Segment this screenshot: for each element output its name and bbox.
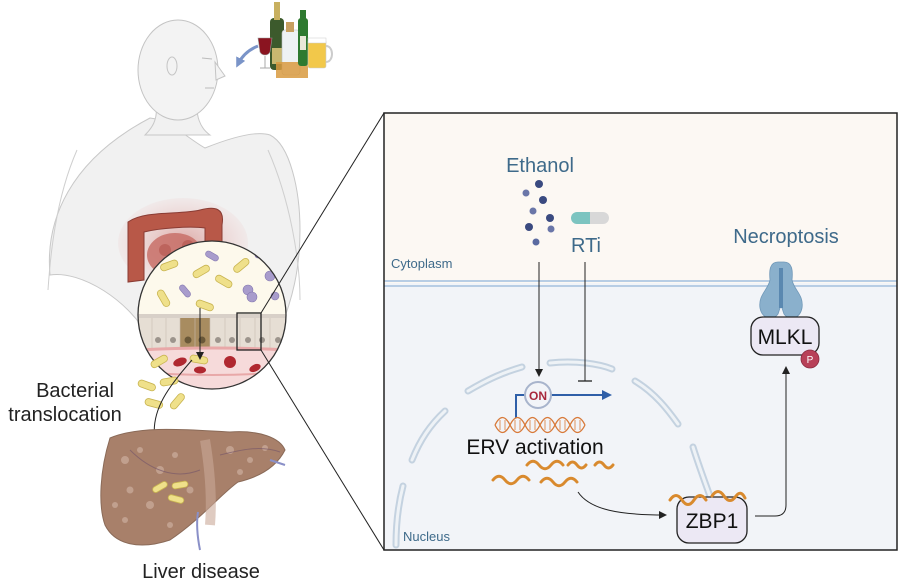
dna-double-helix <box>494 416 586 434</box>
nucleus-label: Nucleus <box>403 529 450 544</box>
mlkl-box <box>750 316 820 356</box>
cell-membrane <box>384 280 897 287</box>
rna-to-zbp1-arrow <box>577 491 667 519</box>
head <box>137 19 219 121</box>
translocating-bacteria <box>137 354 185 410</box>
ethanol-label: Ethanol <box>506 155 574 177</box>
bacterial-translocation-label-line1: Bacterial <box>36 380 114 402</box>
zoom-connector-bottom <box>260 349 385 551</box>
zbp1-label: ZBP1 <box>686 510 739 533</box>
mlkl-pore-icon <box>759 261 803 319</box>
rti-pill-icon <box>571 212 609 224</box>
promoter-arrow <box>515 390 612 418</box>
necroptosis-label: Necroptosis <box>733 226 839 248</box>
cell-zoom-panel: Ethanol RTi Necroptosis Cytoplasm MLKL P <box>383 112 898 551</box>
erv-rna-transcripts <box>491 459 615 488</box>
zbp1-to-mlkl-arrow <box>755 366 790 517</box>
colon <box>127 207 224 283</box>
gut-magnified-circle <box>137 240 287 390</box>
rti-label: RTi <box>571 235 601 257</box>
mlkl-label: MLKL <box>758 326 813 349</box>
on-label: ON <box>529 389 547 403</box>
nucleus-region <box>384 283 897 550</box>
zbp1-bound-rna <box>668 490 747 506</box>
erv-activation-label: ERV activation <box>466 436 603 459</box>
on-switch <box>524 381 552 409</box>
cytoplasm-label: Cytoplasm <box>391 256 452 271</box>
liver-illustration <box>100 428 286 551</box>
alcoholic-drinks-icon <box>257 2 333 78</box>
zoom-panel-frame <box>383 112 898 551</box>
zoom-selection-box <box>236 312 262 351</box>
phospho-badge <box>800 349 820 369</box>
cytoplasm-region <box>384 113 897 283</box>
zoom-connector-top <box>260 112 385 314</box>
ingestion-arrow <box>236 44 259 68</box>
ethanol-molecules <box>522 180 555 246</box>
liver-disease-label: Liver disease <box>142 561 260 580</box>
bacterial-translocation-label-line2: translocation <box>8 404 121 426</box>
phospho-label: P <box>807 355 814 366</box>
